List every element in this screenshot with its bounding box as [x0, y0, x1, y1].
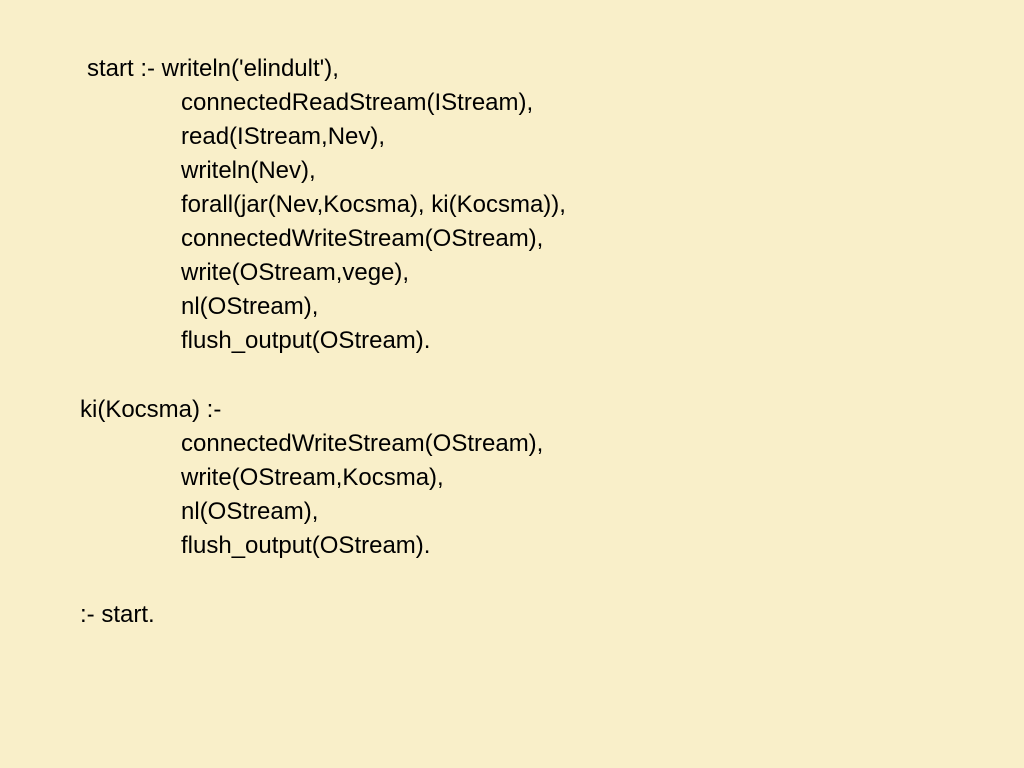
ki-body-line: nl(OStream),	[181, 498, 319, 525]
ki-body-line: connectedWriteStream(OStream),	[181, 430, 544, 457]
start-clause-head: start :- writeln('elindult'),	[87, 55, 339, 82]
start-directive: :- start.	[80, 601, 155, 628]
start-body-line: forall(jar(Nev,Kocsma), ki(Kocsma)),	[181, 191, 566, 218]
ki-clause-head: ki(Kocsma) :-	[80, 396, 222, 423]
start-body-line: read(IStream,Nev),	[181, 123, 386, 150]
start-body-line: nl(OStream),	[181, 293, 319, 320]
start-body-line: write(OStream,vege),	[181, 259, 410, 286]
start-body-line: writeln(Nev),	[181, 157, 316, 184]
start-body-line: flush_output(OStream).	[181, 327, 431, 354]
ki-body-line: flush_output(OStream).	[181, 532, 431, 559]
ki-body-line: write(OStream,Kocsma),	[181, 464, 444, 491]
start-body-line: connectedReadStream(IStream),	[181, 89, 534, 116]
start-body-line: connectedWriteStream(OStream),	[181, 225, 544, 252]
